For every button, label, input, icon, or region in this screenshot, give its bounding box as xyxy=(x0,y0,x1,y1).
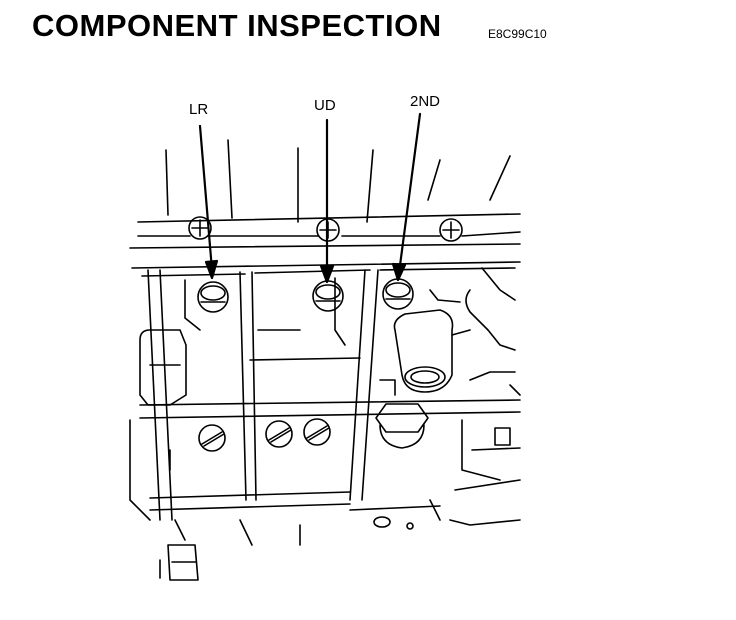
callout-label-lr: LR xyxy=(189,101,209,118)
document-code: E8C99C10 xyxy=(488,27,547,41)
arrowhead-lr xyxy=(204,259,219,280)
2nd-port-plug xyxy=(382,278,414,310)
valve-body-ribs xyxy=(131,261,521,521)
arrow-2nd xyxy=(397,112,422,275)
right-housing xyxy=(429,267,521,526)
lower-details xyxy=(239,499,441,546)
left-bracket xyxy=(129,329,199,581)
callout-arrows xyxy=(198,112,422,284)
large-hex-bolt xyxy=(375,403,429,449)
lr-port-plug xyxy=(197,281,229,313)
solenoid-cylinder xyxy=(379,309,471,396)
page-title: COMPONENT INSPECTION xyxy=(32,8,442,43)
arrowhead-ud xyxy=(319,264,335,284)
case-upper-outline xyxy=(129,139,521,249)
arrowhead-2nd xyxy=(391,262,407,282)
callout-label-2nd: 2ND xyxy=(410,93,441,110)
ud-port-plug xyxy=(312,280,344,312)
slotted-screws xyxy=(198,418,331,452)
callout-label-ud: UD xyxy=(314,97,336,114)
arrow-lr xyxy=(198,124,214,272)
